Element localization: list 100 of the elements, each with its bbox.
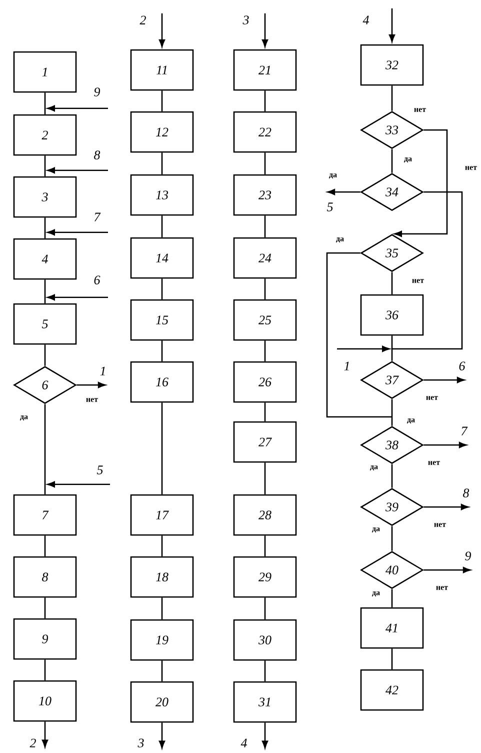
- edge-label: 3: [136, 738, 146, 748]
- connector-line: [391, 336, 393, 361]
- arrow: [47, 167, 108, 174]
- process-box: 8: [13, 556, 77, 598]
- connector-line: [161, 340, 163, 362]
- connector-line: [44, 404, 46, 494]
- connector-number: 8: [463, 488, 470, 498]
- edge-label: 2: [138, 14, 148, 26]
- arrow: [262, 13, 268, 48]
- connector-line: [391, 464, 393, 488]
- arrow: [42, 722, 48, 748]
- connector-number: 5: [326, 202, 333, 212]
- connector-line: [264, 216, 266, 238]
- arrow: [158, 722, 166, 748]
- process-box: 11: [130, 49, 194, 91]
- arrow: [47, 229, 108, 236]
- connector-line: [161, 536, 163, 556]
- connector-line: [44, 660, 46, 680]
- edge-label: нет: [464, 165, 478, 171]
- connector-line: [161, 278, 163, 300]
- edge-label: нет: [426, 460, 442, 466]
- edge-label: да: [406, 417, 416, 425]
- connector-line: [44, 156, 46, 176]
- connector-line: [264, 90, 266, 112]
- connector-line: [44, 218, 46, 238]
- arrow: [158, 13, 166, 48]
- edge-label: 4: [362, 14, 370, 26]
- connector-line: [44, 280, 46, 304]
- process-box: 29: [233, 556, 297, 598]
- edge-label: 5: [96, 464, 104, 476]
- connector-line: [161, 402, 163, 494]
- edge-label: нет: [410, 278, 426, 284]
- arrow: [424, 566, 471, 574]
- edge-label: да: [370, 590, 382, 598]
- process-box: 31: [233, 681, 297, 723]
- arrow: [424, 504, 469, 510]
- process-box: 28: [233, 494, 297, 536]
- connector-line: [391, 399, 393, 426]
- connector-line: [44, 536, 46, 556]
- connector-line: [161, 598, 163, 620]
- process-box: 5: [13, 303, 77, 345]
- connector-line: [264, 402, 266, 422]
- process-box: 42: [360, 669, 424, 711]
- process-box: 21: [233, 49, 297, 91]
- edge-label: да: [368, 464, 380, 472]
- arrow: [47, 105, 108, 112]
- process-box: 16: [130, 361, 194, 403]
- process-box: 20: [130, 681, 194, 723]
- process-box: 13: [130, 174, 194, 216]
- connector-line: [391, 648, 393, 670]
- edge-label: да: [402, 156, 414, 164]
- arrow: [47, 481, 110, 488]
- connector-line: [264, 278, 266, 300]
- process-box: 27: [233, 421, 297, 463]
- connector-line: [264, 152, 266, 174]
- process-box: 26: [233, 361, 297, 403]
- process-box: 19: [130, 619, 194, 661]
- arrow: [424, 442, 467, 448]
- process-box: 22: [233, 111, 297, 153]
- process-box: 14: [130, 237, 194, 279]
- arrow: [337, 346, 390, 352]
- connector-line: [161, 90, 163, 112]
- edge-label: да: [328, 172, 338, 180]
- edge-label: нет: [424, 395, 440, 401]
- connector-line: [264, 340, 266, 362]
- process-box: 25: [233, 299, 297, 341]
- connector-line: [391, 526, 393, 551]
- process-box: 36: [360, 294, 424, 336]
- connector-line: [391, 272, 393, 294]
- edge-label: 7: [92, 212, 102, 222]
- edge-label: да: [334, 236, 346, 244]
- connector-number: 7: [462, 426, 468, 436]
- arrow: [394, 129, 448, 237]
- connector-number: 6: [459, 362, 466, 370]
- edge-label: 9: [92, 86, 102, 98]
- edge-label: да: [370, 526, 382, 534]
- connector-line: [44, 92, 46, 114]
- arrow: [424, 376, 465, 384]
- arrow: [388, 8, 396, 42]
- connector-line: [264, 536, 266, 556]
- arrow: [327, 188, 360, 196]
- connector-line: [264, 660, 266, 682]
- process-box: 18: [130, 556, 194, 598]
- process-box: 9: [13, 618, 77, 660]
- process-box: 17: [130, 494, 194, 536]
- process-box: 1: [13, 51, 77, 93]
- process-box: 2: [13, 114, 77, 156]
- connector-number: 1: [100, 366, 105, 376]
- edge-label: да: [18, 414, 30, 422]
- edge-label: 3: [242, 14, 250, 26]
- connector-line: [161, 660, 163, 682]
- edge-label: 1: [342, 360, 352, 372]
- process-box: 12: [130, 111, 194, 153]
- process-box: 24: [233, 237, 297, 279]
- process-box: 3: [13, 176, 77, 218]
- process-box: 23: [233, 174, 297, 216]
- process-box: 30: [233, 619, 297, 661]
- connector-line: [392, 191, 463, 350]
- arrow: [262, 722, 268, 748]
- edge-label: 2: [28, 738, 38, 748]
